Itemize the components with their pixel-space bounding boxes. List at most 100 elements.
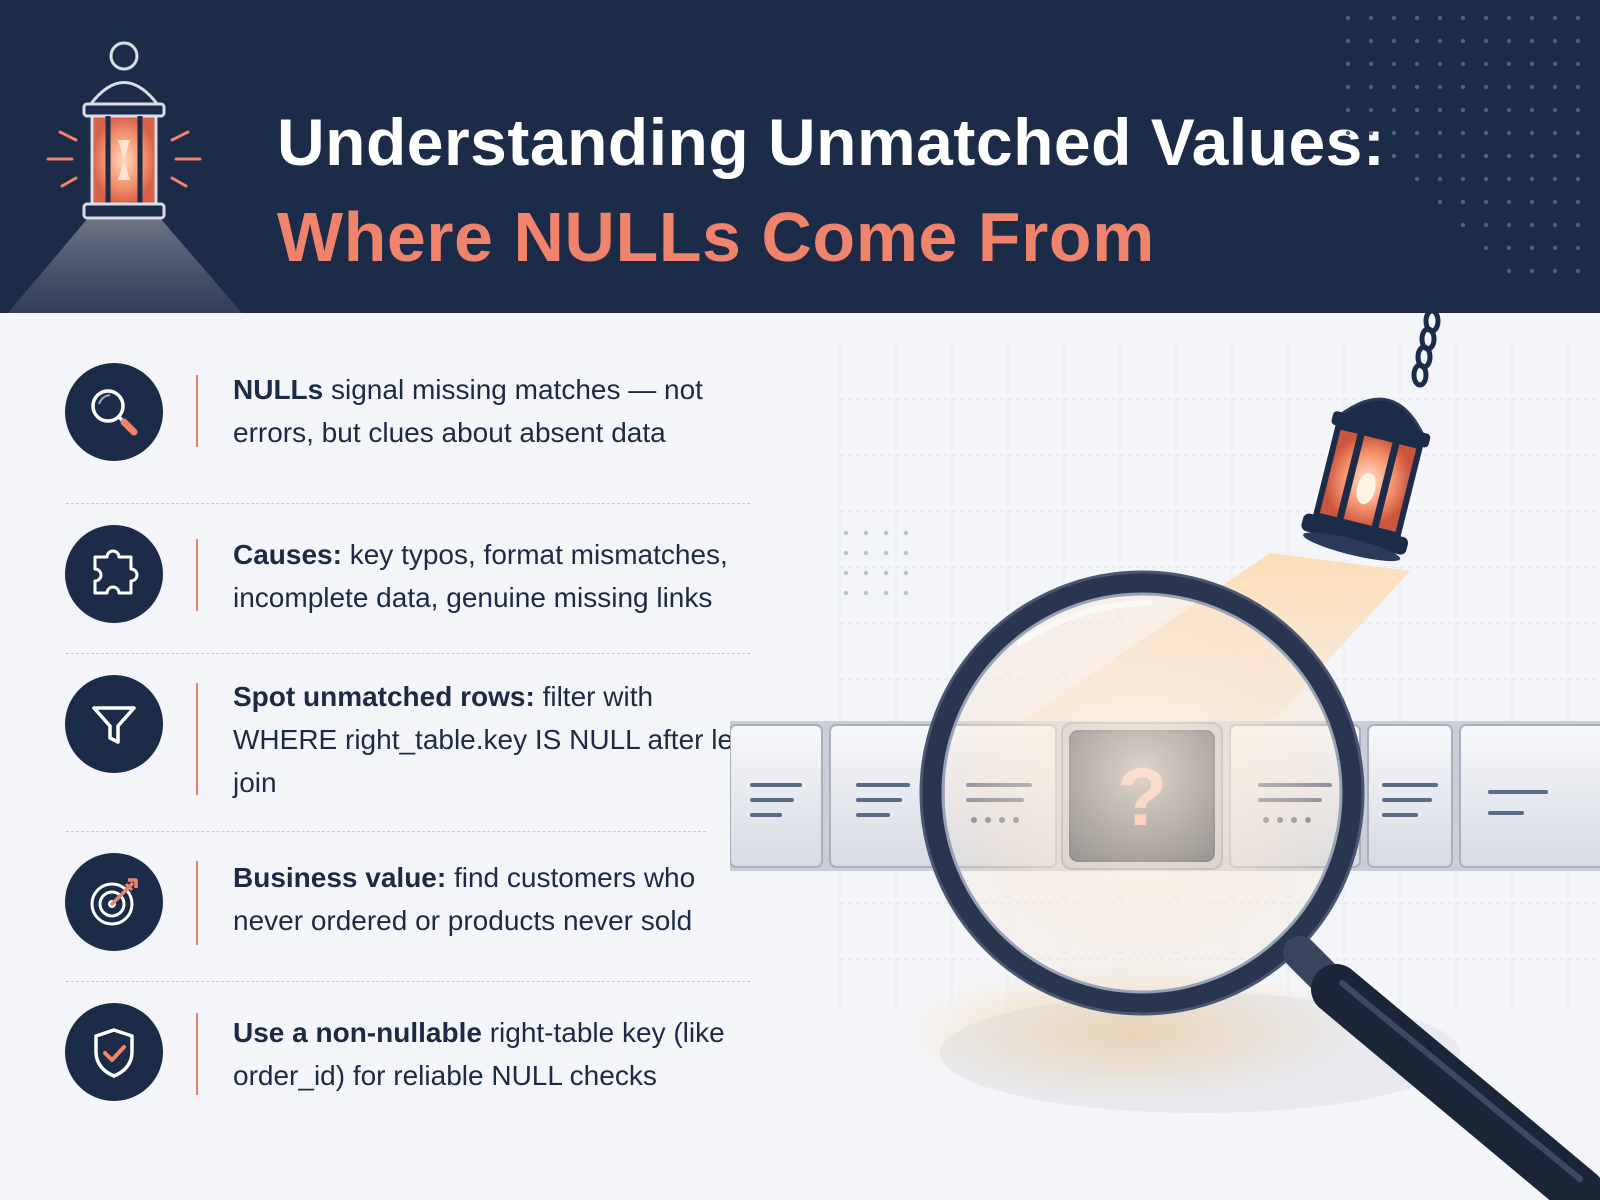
decorative-dot: [1460, 153, 1466, 159]
decorative-dot: [1529, 84, 1535, 90]
puzzle-icon: [65, 525, 163, 623]
decorative-dot: [1575, 268, 1581, 274]
divider: [66, 981, 750, 982]
decorative-dot: [1552, 84, 1558, 90]
decorative-dot: [1460, 38, 1466, 44]
decorative-dot: [1506, 222, 1512, 228]
decorative-dot: [1483, 245, 1489, 251]
accent-bar: [196, 683, 198, 795]
title-line-1: Understanding Unmatched Values:: [277, 105, 1386, 179]
lantern-icon: [8, 41, 242, 313]
decorative-dot: [1460, 130, 1466, 136]
decorative-dot: [1552, 176, 1558, 182]
decorative-dot: [843, 590, 849, 596]
divider: [66, 653, 750, 654]
decorative-dot: [843, 570, 849, 576]
decorative-dot: [1552, 15, 1558, 21]
decorative-dot: [1460, 176, 1466, 182]
divider: [66, 503, 750, 504]
decorative-dot: [1575, 38, 1581, 44]
decorative-dot: [1529, 107, 1535, 113]
decorative-dot: [1368, 15, 1374, 21]
decorative-dot: [1414, 38, 1420, 44]
decorative-dot: [1414, 15, 1420, 21]
accent-bar: [196, 861, 198, 945]
decorative-dot: [1460, 15, 1466, 21]
divider: [66, 831, 706, 832]
magnifier-icon: [65, 363, 163, 461]
decorative-dot: [1460, 107, 1466, 113]
decorative-dot: [883, 530, 889, 536]
accent-bar: [196, 1013, 198, 1095]
shield-check-icon: [65, 1003, 163, 1101]
magnifying-glass: [919, 570, 1600, 1200]
decorative-dot: [1506, 153, 1512, 159]
decorative-dot: [1414, 84, 1420, 90]
decorative-dot: [1437, 38, 1443, 44]
decorative-dot: [1529, 130, 1535, 136]
dot-pattern-decoration: [1345, 15, 1581, 274]
decorative-dot: [1552, 268, 1558, 274]
decorative-dot: [903, 550, 909, 556]
item-text: Business value: find customers who never…: [233, 862, 696, 936]
decorative-dot: [1575, 153, 1581, 159]
decorative-dot: [1437, 199, 1443, 205]
decorative-dot: [1368, 107, 1374, 113]
decorative-dot: [1483, 199, 1489, 205]
item-text: NULLs signal missing matches — not error…: [233, 374, 703, 448]
decorative-dot: [1345, 130, 1351, 136]
decorative-dot: [1345, 38, 1351, 44]
list-item: Causes: key typos, format mismatches, in…: [0, 525, 760, 675]
hanging-lantern-icon: [1301, 313, 1441, 562]
decorative-dot: [1506, 61, 1512, 67]
decorative-dot: [1437, 130, 1443, 136]
list-item: Business value: find customers who never…: [0, 853, 760, 1003]
decorative-dot: [1460, 61, 1466, 67]
decorative-dot: [1391, 38, 1397, 44]
decorative-dot: [1575, 176, 1581, 182]
decorative-dot: [843, 530, 849, 536]
decorative-dot: [1552, 153, 1558, 159]
decorative-dot: [1506, 84, 1512, 90]
decorative-dot: [1460, 199, 1466, 205]
decorative-dot: [1575, 222, 1581, 228]
decorative-dot: [1575, 199, 1581, 205]
decorative-dot: [1506, 199, 1512, 205]
decorative-dot: [1460, 222, 1466, 228]
decorative-dot: [1345, 15, 1351, 21]
decorative-dot: [1552, 107, 1558, 113]
decorative-dot: [903, 570, 909, 576]
decorative-dot: [1437, 15, 1443, 21]
decorative-dot: [1368, 130, 1374, 136]
decorative-dot: [1506, 245, 1512, 251]
decorative-dot: [1391, 15, 1397, 21]
item-text: Use a non-nullable right-table key (like…: [233, 1017, 725, 1091]
decorative-dot: [1575, 84, 1581, 90]
decorative-dot: [1391, 130, 1397, 136]
decorative-dot: [903, 530, 909, 536]
decorative-dot: [1437, 61, 1443, 67]
decorative-dot: [1437, 84, 1443, 90]
decorative-dot: [1506, 268, 1512, 274]
decorative-dot: [1437, 153, 1443, 159]
decorative-dot: [1391, 107, 1397, 113]
decorative-dot: [863, 530, 869, 536]
decorative-dot: [1575, 15, 1581, 21]
decorative-dot: [1368, 84, 1374, 90]
list-item: NULLs signal missing matches — not error…: [0, 363, 760, 513]
decorative-dot: [883, 590, 889, 596]
decorative-dot: [1414, 61, 1420, 67]
decorative-dot: [1483, 15, 1489, 21]
decorative-dot: [1529, 268, 1535, 274]
decorative-dot: [1506, 38, 1512, 44]
decorative-dot: [1437, 176, 1443, 182]
decorative-dot: [1529, 15, 1535, 21]
decorative-dot: [1391, 84, 1397, 90]
decorative-dot: [1368, 61, 1374, 67]
header-banner: Understanding Unmatched Values: Where NU…: [0, 0, 1600, 313]
accent-bar: [196, 375, 198, 447]
decorative-dot: [1575, 130, 1581, 136]
decorative-dot: [1506, 107, 1512, 113]
decorative-dot: [1483, 176, 1489, 182]
decorative-dot: [1483, 84, 1489, 90]
